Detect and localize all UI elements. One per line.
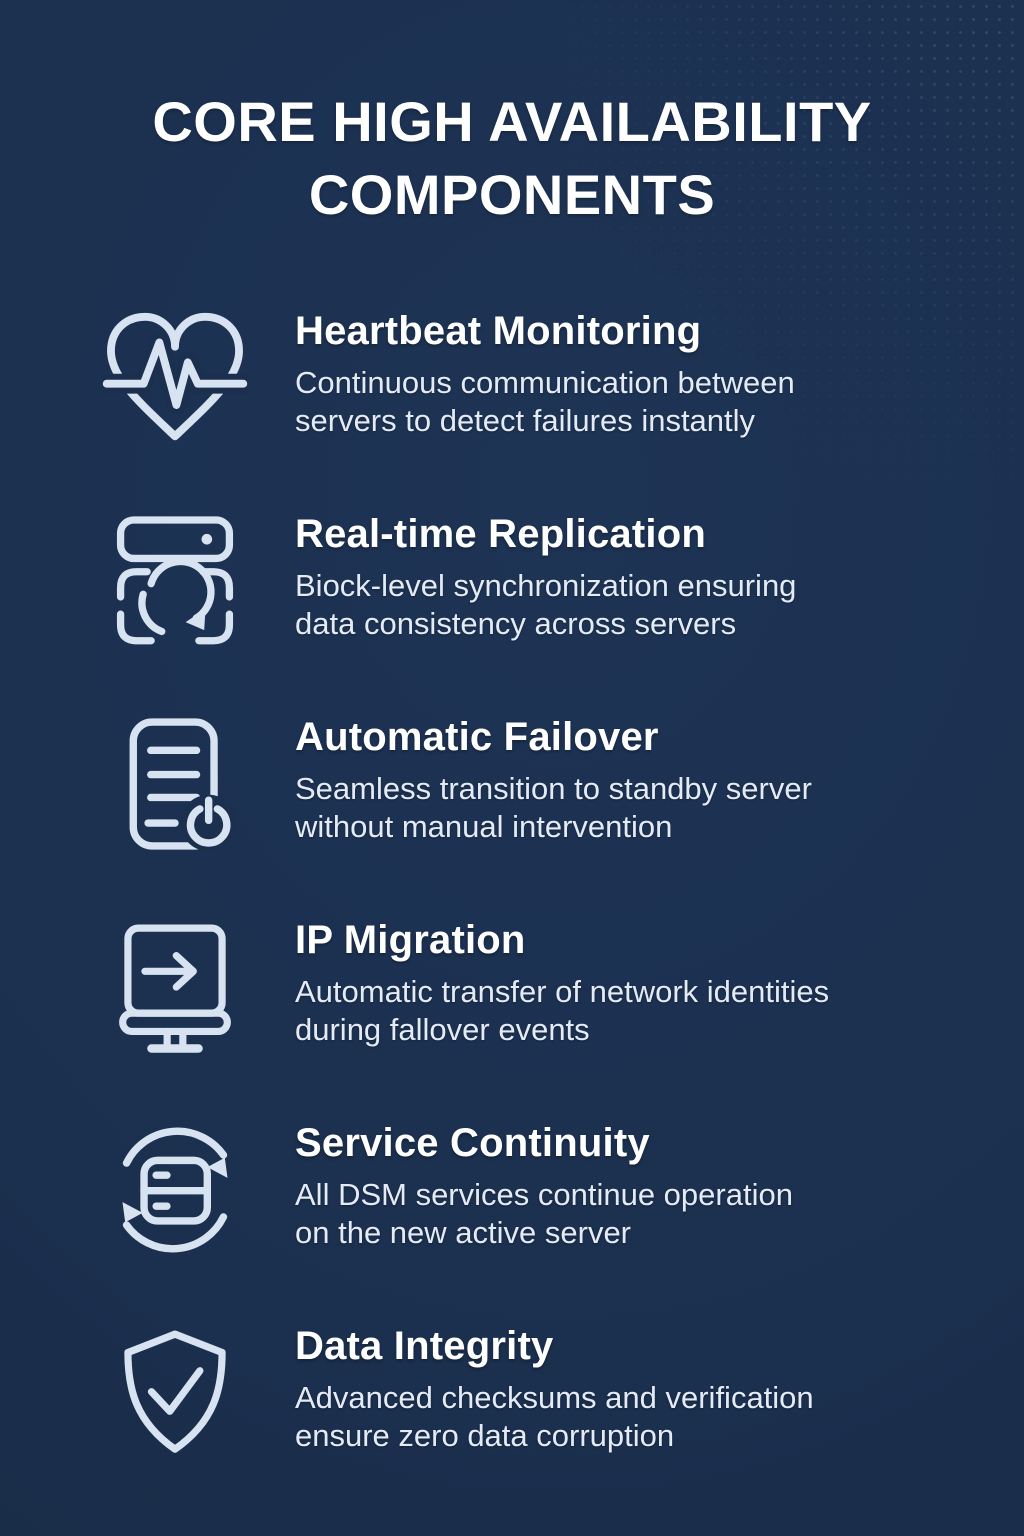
item-description: Continuous communication between servers… <box>295 365 795 438</box>
item-title: Service Continuity <box>295 1121 650 1165</box>
item-description: Biock-level synchronization ensuring dat… <box>295 568 797 641</box>
replication-sync-icon <box>100 506 250 656</box>
list-item-heartbeat-monitoring: Heartbeat Monitoring Continuous communic… <box>100 303 954 454</box>
item-title: Real-time Replication <box>295 512 706 556</box>
item-title: Heartbeat Monitoring <box>295 309 702 353</box>
document-power-icon <box>100 709 250 859</box>
item-description: Seamless transition to standby server wi… <box>295 771 812 844</box>
list-item-data-integrity: Data Integrity Advanced checksums and ve… <box>100 1318 954 1469</box>
item-description: All DSM services continue operation on t… <box>295 1177 793 1250</box>
item-text: Data Integrity Advanced checksums and ve… <box>295 1318 814 1455</box>
item-text: Heartbeat Monitoring Continuous communic… <box>295 303 795 440</box>
heartbeat-icon <box>100 303 250 453</box>
item-description: Automatic transfer of network identities… <box>295 974 830 1047</box>
page-title: CORE HIGH AVAILABILITY COMPONENTS <box>152 90 872 226</box>
component-list: Heartbeat Monitoring Continuous communic… <box>100 303 954 1521</box>
item-text: IP Migration Automatic transfer of netwo… <box>295 912 829 1049</box>
item-title: Data Integrity <box>295 1324 554 1368</box>
server-sync-icon <box>100 1115 250 1265</box>
shield-check-icon <box>100 1318 250 1468</box>
item-text: Real-time Replication Biock-level synchr… <box>295 506 796 643</box>
list-item-service-continuity: Service Continuity All DSM services cont… <box>100 1115 954 1266</box>
monitor-arrow-icon <box>100 912 250 1062</box>
item-text: Service Continuity All DSM services cont… <box>295 1115 793 1252</box>
item-title: Automatic Failover <box>295 715 659 759</box>
list-item-ip-migration: IP Migration Automatic transfer of netwo… <box>100 912 954 1063</box>
item-text: Automatic Failover Seamless transition t… <box>295 709 812 846</box>
list-item-realtime-replication: Real-time Replication Biock-level synchr… <box>100 506 954 657</box>
item-title: IP Migration <box>295 918 526 962</box>
list-item-automatic-failover: Automatic Failover Seamless transition t… <box>100 709 954 860</box>
item-description: Advanced checksums and verification ensu… <box>295 1380 814 1453</box>
